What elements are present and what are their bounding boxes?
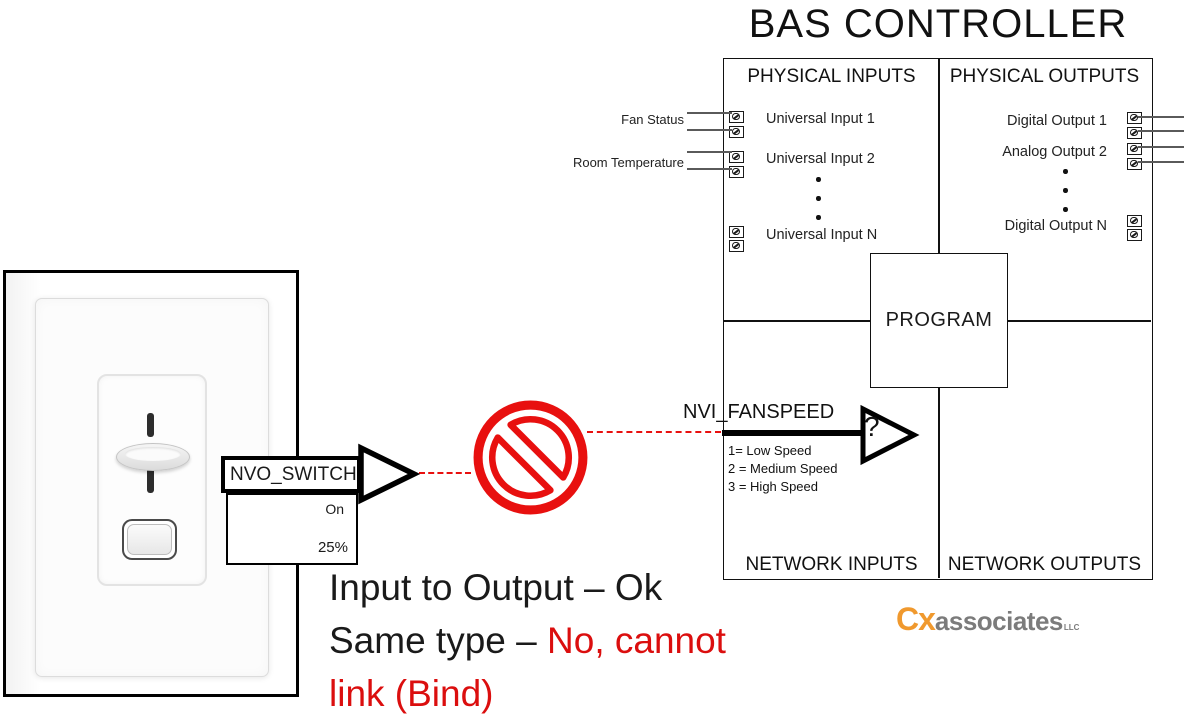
wire [1138, 146, 1184, 148]
nvi-arrow-shaft [722, 430, 868, 436]
screw-terminal-icon [729, 126, 744, 138]
screw-terminal-icon [729, 166, 744, 178]
wire [687, 129, 732, 131]
cx-associates-logo: Cx associates LLC [896, 601, 1079, 638]
universal-input-1-label: Universal Input 1 [766, 111, 875, 127]
ellipsis-dots [1063, 207, 1068, 212]
binding-arrow-icon [358, 443, 420, 505]
network-outputs-header: NETWORK OUTPUTS [947, 554, 1142, 575]
nvi-fanspeed-label: NVI_FANSPEED [683, 401, 835, 423]
annotation-line-3: link (Bind) [329, 673, 494, 714]
screw-terminal-icon [1127, 112, 1142, 124]
screw-terminal-icon [729, 151, 744, 163]
screw-terminal-icon [1127, 143, 1142, 155]
physical-outputs-header: PHYSICAL OUTPUTS [949, 66, 1140, 87]
vertical-divider-bottom [938, 388, 940, 578]
horizontal-divider-right [1007, 320, 1151, 322]
screw-terminal-icon [1127, 158, 1142, 170]
dimmer-slider-track [147, 468, 154, 493]
wire [1138, 161, 1184, 163]
nvo-state-value: On [325, 501, 344, 517]
dimmer-slider-knob [116, 443, 190, 471]
annotation-line-1: Input to Output – Ok [329, 567, 663, 608]
network-inputs-header: NETWORK INPUTS [745, 554, 918, 575]
broken-link-dash [419, 472, 471, 474]
fanspeed-legend-3: 3 = High Speed [728, 479, 818, 494]
logo-suffix: LLC [1063, 623, 1080, 632]
nvo-switch-box: NVO_SWITCH [221, 456, 361, 493]
screw-terminal-icon [729, 226, 744, 238]
screw-terminal-icon [729, 240, 744, 252]
logo-mark: Cx [896, 601, 936, 637]
ellipsis-dots [816, 215, 821, 220]
screw-terminal-icon [729, 111, 744, 123]
binding-arrow-icon [860, 404, 920, 466]
ellipsis-dots [1063, 188, 1068, 193]
program-label: PROGRAM [885, 309, 993, 331]
universal-input-n-label: Universal Input N [766, 227, 878, 243]
logo-name: associates [934, 606, 1063, 636]
room-temperature-label: Room Temperature [572, 155, 684, 170]
annotation-text: Input to Output – Ok Same type – No, can… [329, 561, 726, 718]
physical-inputs-header: PHYSICAL INPUTS [747, 66, 916, 87]
nvo-switch-label: NVO_SWITCH [230, 463, 357, 485]
nvo-level-value: 25% [317, 539, 348, 556]
digital-output-1-label: Digital Output 1 [1007, 113, 1107, 129]
wire [1138, 130, 1184, 132]
wire [1138, 116, 1184, 118]
screw-terminal-icon [1127, 127, 1142, 139]
ellipsis-dots [1063, 169, 1068, 174]
screw-terminal-icon [1127, 229, 1142, 241]
fanspeed-legend-1: 1= Low Speed [728, 443, 812, 458]
broken-link-dash [587, 431, 721, 433]
fan-status-label: Fan Status [621, 112, 684, 127]
universal-input-2-label: Universal Input 2 [766, 151, 875, 167]
question-mark: ? [864, 411, 880, 442]
ellipsis-dots [816, 196, 821, 201]
bas-controller-box: PHYSICAL INPUTS PHYSICAL OUTPUTS NETWORK… [723, 58, 1153, 580]
nvo-value-box: On 25% [226, 493, 358, 565]
wire [687, 112, 732, 114]
program-box: PROGRAM [870, 253, 1008, 388]
horizontal-divider-left [724, 320, 871, 322]
fanspeed-legend-2: 2 = Medium Speed [728, 461, 838, 476]
digital-output-n-label: Digital Output N [1004, 218, 1107, 234]
page-title: BAS CONTROLLER [748, 2, 1128, 46]
dimmer-slider-track [147, 413, 154, 437]
vertical-divider-top [938, 59, 940, 254]
analog-output-2-label: Analog Output 2 [1002, 144, 1107, 160]
screw-terminal-icon [1127, 215, 1142, 227]
annotation-line-2: Same type – No, cannot [329, 620, 726, 661]
wire [687, 168, 732, 170]
ellipsis-dots [816, 177, 821, 182]
no-symbol-icon [473, 400, 588, 515]
dimmer-rocker-switch [122, 519, 177, 560]
wire [687, 151, 732, 153]
